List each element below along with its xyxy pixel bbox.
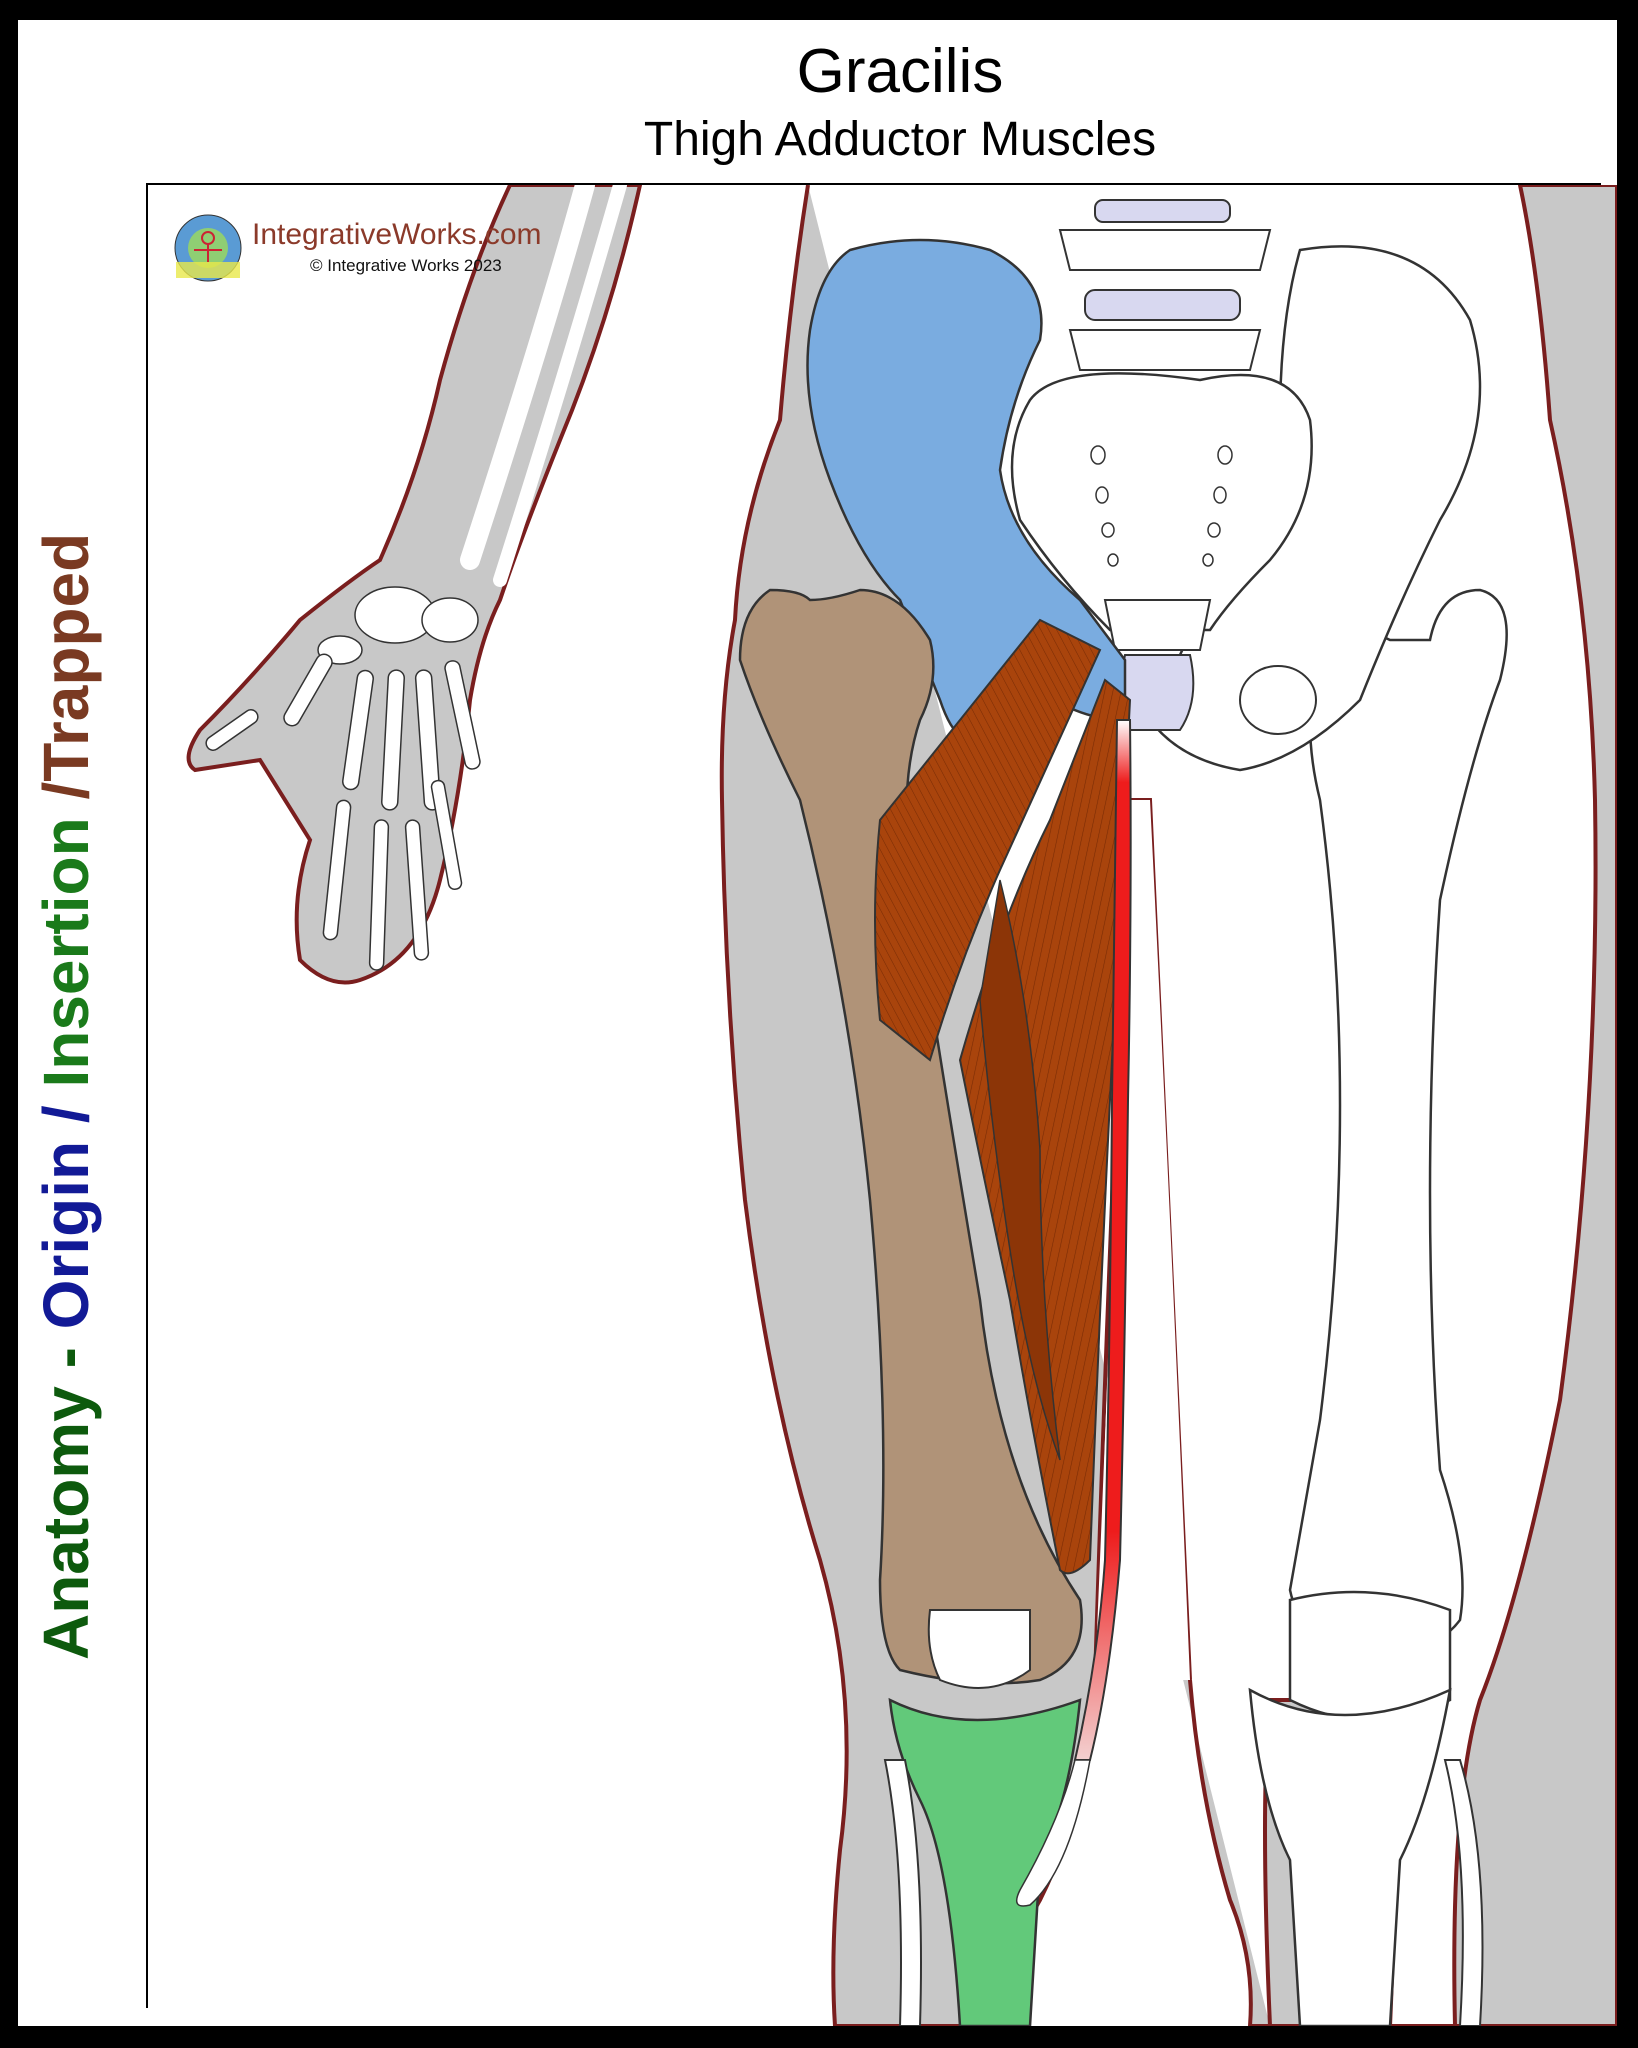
logo-icon [174, 214, 242, 282]
left-patella [927, 1609, 1031, 1689]
side-label-trapped: Trapped [30, 532, 102, 782]
hand-bones [205, 586, 481, 971]
pubic-symphysis [1120, 654, 1195, 731]
right-tibia [1248, 1687, 1452, 2026]
sacral-foramina [1090, 445, 1233, 567]
copyright-text: © Integrative Works 2023 [310, 256, 502, 275]
insertion-tibia [888, 1697, 1082, 2026]
side-label-sep1: / [30, 1087, 102, 1141]
left-femur [738, 588, 1083, 1685]
pes-anserinus [1015, 1759, 1091, 1907]
forearm-ulna [493, 185, 627, 587]
right-fibula [1443, 1759, 1484, 2026]
side-label-anatomy: Anatomy - [30, 1329, 102, 1660]
sacrum [1010, 372, 1313, 632]
side-label-origin: Origin [30, 1140, 102, 1330]
coccyx [1103, 599, 1212, 651]
page-title: Gracilis [796, 37, 1004, 106]
side-label: Anatomy - Origin / Insertion /Trapped [6, 360, 126, 1660]
brand-name: IntegrativeWorks.com [252, 218, 542, 251]
side-label-sep2: / [30, 781, 102, 818]
obturator-foramen [1239, 665, 1317, 735]
forearm-radius [460, 185, 595, 570]
adductor-longus [874, 618, 1102, 1062]
page-subtitle: Thigh Adductor Muscles [643, 113, 1157, 166]
side-label-insertion: Insertion [30, 817, 102, 1088]
adductor-brevis [979, 879, 1061, 1461]
left-fibula [883, 1759, 922, 2026]
right-femur [1288, 588, 1508, 1654]
